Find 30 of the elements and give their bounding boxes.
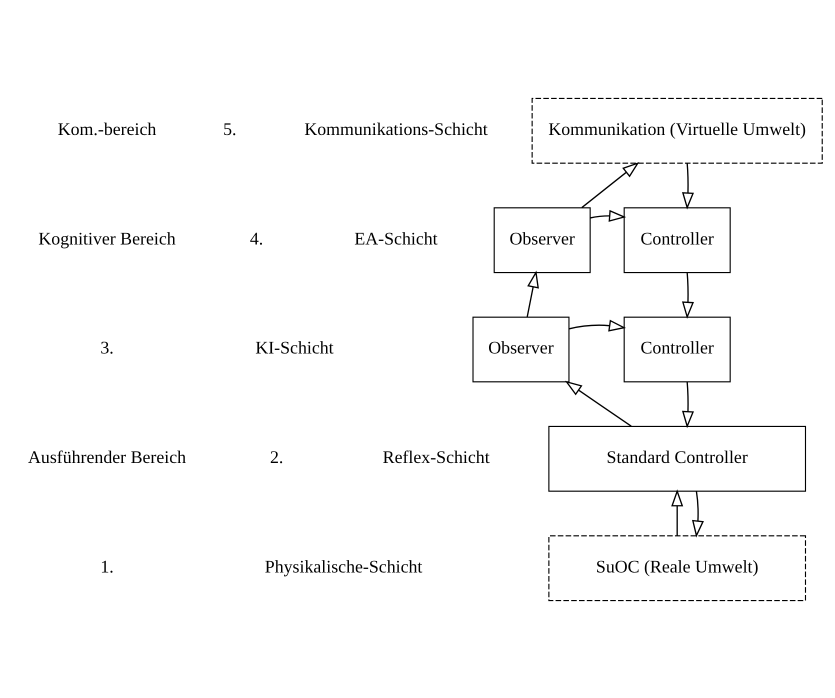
label: Physikalische-Schicht: [264, 556, 422, 576]
arrow: [569, 319, 626, 332]
arrow: [526, 270, 539, 317]
label: Kognitiver Bereich: [38, 228, 176, 248]
label: 3.: [100, 337, 114, 358]
label: Reflex-Schicht: [382, 446, 490, 467]
label: KI-Schicht: [255, 337, 334, 358]
arrow: [682, 381, 694, 428]
label: 1.: [100, 556, 114, 576]
arrow: [671, 488, 684, 536]
arrow: [682, 272, 694, 318]
arrow: [590, 209, 626, 222]
label: 4.: [250, 228, 264, 248]
label: 5.: [223, 118, 236, 139]
arrow: [581, 161, 640, 208]
node-box: Observer: [472, 316, 570, 382]
label: Kom.-bereich: [58, 118, 156, 139]
arrow: [682, 162, 694, 210]
arrow: [564, 380, 632, 426]
node-box: SuOC (Reale Umwelt): [548, 534, 806, 601]
arrow: [692, 490, 704, 538]
label: 2.: [270, 446, 284, 467]
label: Ausführender Bereich: [28, 446, 186, 467]
label: EA-Schicht: [354, 228, 438, 248]
node-box: Kommunikation (Virtuelle Umwelt): [532, 97, 823, 164]
node-box: Standard Controller: [548, 425, 806, 492]
label: Kommunikations-Schicht: [304, 118, 488, 139]
node-box: Observer: [494, 206, 591, 273]
node-box: Controller: [624, 316, 731, 382]
node-box: Controller: [624, 206, 731, 273]
